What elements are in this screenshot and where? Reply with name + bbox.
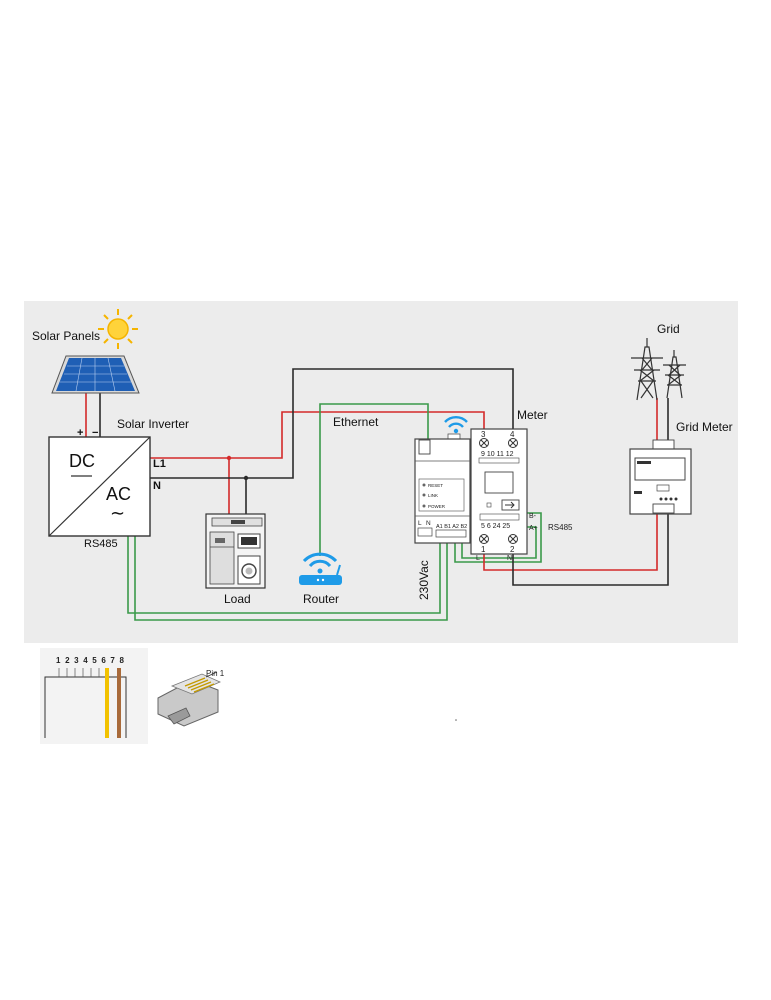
router-label: Router xyxy=(303,592,339,606)
solar-panel xyxy=(51,355,140,394)
meter-a-plus-label: A+ xyxy=(529,525,538,532)
meter-terminal-4: 4 xyxy=(510,430,515,439)
inverter-dc-label: DC xyxy=(69,451,95,471)
rs485-wire-a xyxy=(127,536,441,614)
solar-panel-grid xyxy=(60,357,131,392)
ethernet-wire xyxy=(319,403,429,556)
meter-terminal-1: 1 xyxy=(481,545,486,554)
meter-arrow-icon xyxy=(505,501,515,509)
rj45-connector-icon xyxy=(157,671,221,727)
gateway-reset-label: RESET xyxy=(428,483,443,488)
gateway-link-label: LINK xyxy=(428,493,438,498)
n-junction-dot xyxy=(243,475,249,481)
solar-inverter-label: Solar Inverter xyxy=(117,417,189,431)
meter-label: Meter xyxy=(517,408,548,422)
gateway-terminal-l: L xyxy=(418,520,422,527)
pinout-pin-lines xyxy=(58,668,100,677)
grid-label: Grid xyxy=(657,322,680,336)
pinout-outline xyxy=(44,676,127,738)
rs485-wire-b xyxy=(134,536,448,621)
load-appliances-icon xyxy=(205,513,266,589)
meter-rs485-wire-a xyxy=(454,512,542,563)
inverter-diagonal xyxy=(48,436,151,537)
l1-junction-dot xyxy=(226,455,232,461)
grid-meter-label: Grid Meter xyxy=(676,420,733,434)
meter-n-label: N xyxy=(507,555,512,562)
n-label: N xyxy=(153,480,161,492)
meter-top-screws xyxy=(479,438,518,448)
pin1-label: Pin 1 xyxy=(206,669,225,678)
pinout-background xyxy=(40,648,148,744)
inverter-plus-label: + xyxy=(77,427,83,439)
meter-b-minus-label: B- xyxy=(529,513,537,520)
ethernet-label: Ethernet xyxy=(333,415,379,429)
inverter-ac-symbol: ∼ xyxy=(110,503,125,523)
meter-terminal-2: 2 xyxy=(510,545,515,554)
gateway-status-panel xyxy=(418,478,465,512)
sun-icon xyxy=(98,309,138,349)
meter-rs485-label: RS485 xyxy=(548,523,573,532)
rj45-pinout-diagram: 1 2 3 4 5 6 7 8 xyxy=(40,648,148,744)
solar-panels-label: Solar Panels xyxy=(32,329,100,343)
meter-bottom-terminal-row: 5 6 24 25 xyxy=(481,523,510,530)
inverter-ac-label: AC xyxy=(106,484,131,504)
gateway-power-label: POWER xyxy=(428,504,446,509)
transmission-tower-icon xyxy=(631,338,686,401)
grid-meter-device xyxy=(629,439,692,515)
meter-grid-n-wire xyxy=(512,509,669,586)
l1-label: L1 xyxy=(153,458,166,470)
meter-rs485-wire-b xyxy=(461,526,537,559)
pinout-pin-numbers: 1 2 3 4 5 6 7 8 xyxy=(56,656,125,665)
meter-l-label: L xyxy=(476,555,480,562)
wifi-icon xyxy=(444,416,468,434)
inverter-rs485-label: RS485 xyxy=(84,538,118,550)
gateway-bus-terminal-block xyxy=(435,529,467,538)
load-label: Load xyxy=(224,592,251,606)
meter-grid-l-wire xyxy=(483,509,658,571)
router-icon xyxy=(299,552,342,585)
gateway-power-terminal xyxy=(417,527,433,537)
pin-7-yellow-wire xyxy=(105,668,109,738)
meter-bottom-screws xyxy=(479,534,518,544)
stray-dot xyxy=(455,719,457,721)
l1-wire xyxy=(150,411,485,459)
meter-top-terminal-row: 9 10 11 12 xyxy=(481,451,514,458)
gateway-device: RESET LINK POWER L N A1 B1 A2 B2 xyxy=(414,433,471,544)
gateway-terminal-n: N xyxy=(426,520,431,527)
inverter-minus-label: − xyxy=(92,427,98,439)
meter-terminal-3: 3 xyxy=(481,430,486,439)
wires xyxy=(85,368,669,621)
gateway-ethernet-port xyxy=(418,439,431,455)
vac-label: 230Vac xyxy=(417,560,431,600)
gateway-bus-terminals: A1 B1 A2 B2 xyxy=(436,524,467,530)
inverter: DC AC ∼ xyxy=(48,436,151,537)
meter-device: 3 4 9 10 11 12 5 6 24 25 1 2 xyxy=(470,428,528,555)
pin-8-brown-wire xyxy=(117,668,121,738)
meter-display xyxy=(484,471,514,494)
